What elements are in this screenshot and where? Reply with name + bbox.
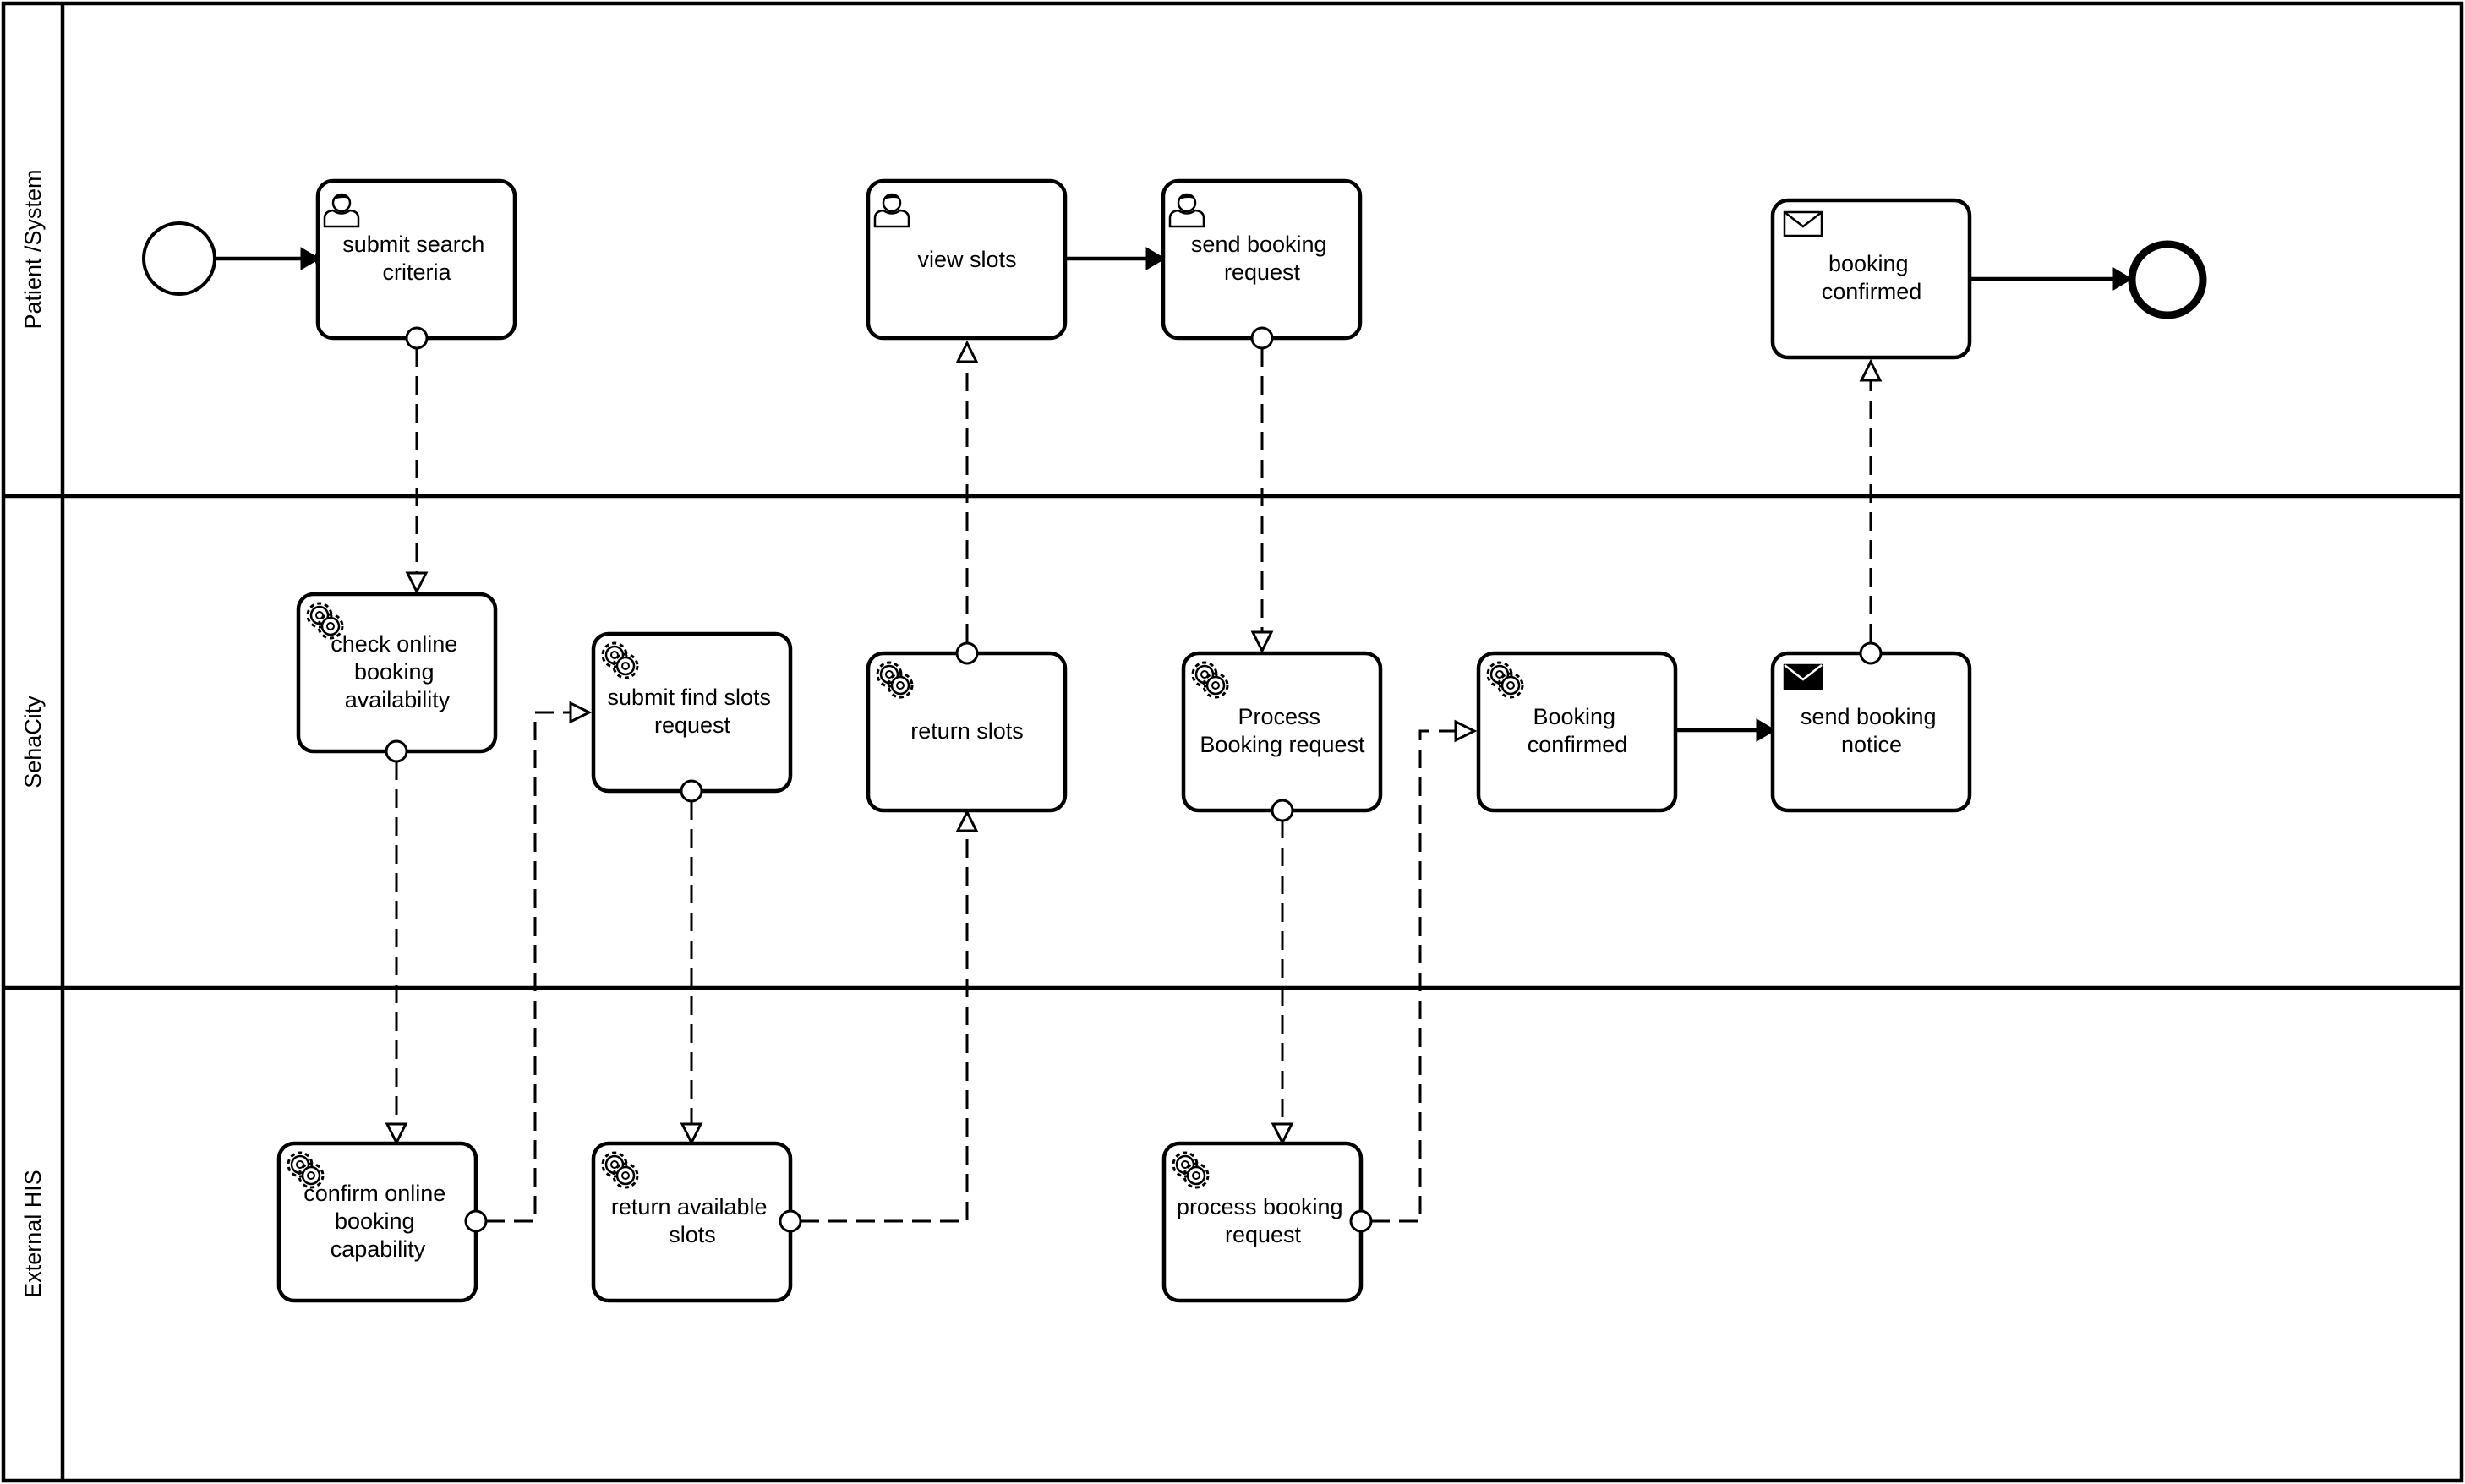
task-label: check online booking availability: [331, 631, 464, 712]
task-box: [1770, 198, 1972, 360]
message-port: [680, 779, 703, 803]
msg-arrowhead: [405, 571, 429, 595]
task-process-booking-his[interactable]: process booking request: [1161, 1141, 1364, 1303]
msg-arrowhead: [680, 1122, 703, 1146]
msg-arrowhead: [1271, 1122, 1294, 1146]
task-booking-confirmed-seha[interactable]: Booking confirmed: [1476, 651, 1678, 813]
task-label: submit find slots request: [607, 685, 777, 738]
msg-arrowhead: [955, 340, 979, 363]
task-submit-find-slots[interactable]: submit find slots request: [591, 631, 793, 794]
task-label: process booking request: [1177, 1194, 1349, 1247]
message-port: [1271, 799, 1294, 822]
message-port: [405, 326, 429, 350]
task-send-booking-request[interactable]: send booking request: [1161, 178, 1363, 341]
message-port: [385, 739, 408, 763]
task-label: send booking request: [1191, 232, 1333, 285]
msg-available-to-returnslots[interactable]: [801, 831, 969, 1223]
task-label: return available slots: [611, 1194, 773, 1247]
message-port: [464, 1209, 488, 1233]
task-label: booking confirmed: [1822, 251, 1922, 304]
msg-arrowhead: [1250, 630, 1274, 654]
lane-label-sehacity: SehaCity: [20, 696, 46, 788]
message-port: [955, 641, 979, 665]
task-view-slots[interactable]: view slots: [866, 178, 1068, 341]
task-return-available-slots[interactable]: return available slots: [591, 1141, 793, 1303]
task-send-booking-notice[interactable]: send booking notice: [1770, 651, 1972, 813]
task-label: confirm online booking capability: [303, 1181, 452, 1262]
start-event[interactable]: [142, 221, 216, 296]
task-booking-confirmed-receive[interactable]: booking confirmed: [1770, 198, 1972, 360]
msg-arrowhead: [1859, 358, 1883, 382]
flow-arrowhead: [1145, 247, 1166, 270]
message-port: [1250, 326, 1274, 350]
envelope-icon: [1783, 210, 1823, 237]
task-label: Process Booking request: [1200, 704, 1365, 757]
task-confirm-capability[interactable]: confirm online booking capability: [276, 1141, 478, 1303]
msg-arrowhead: [385, 1122, 408, 1146]
lane-external: External HIS: [20, 1170, 46, 1298]
sequence-flows: [216, 247, 2133, 742]
msg-confirm-to-findslots[interactable]: [486, 711, 571, 1223]
lane-label-external: External HIS: [20, 1170, 46, 1298]
lane-patient: Patient /System: [20, 169, 46, 329]
msg-his-to-confirmed[interactable]: [1371, 729, 1456, 1223]
task-check-availability[interactable]: check online booking availability: [296, 592, 498, 754]
task-label: submit search criteria: [342, 232, 491, 285]
task-return-slots[interactable]: return slots: [866, 651, 1068, 813]
flow-arrowhead: [1756, 718, 1776, 742]
message-port: [779, 1209, 802, 1233]
task-box: [866, 178, 1068, 341]
task-label: view slots: [917, 247, 1016, 272]
envelope-filled-icon: [1783, 663, 1823, 690]
msg-arrowhead: [569, 701, 593, 724]
task-label: return slots: [910, 718, 1024, 744]
lane-label-patient: Patient /System: [20, 169, 46, 329]
msg-arrowhead: [1454, 719, 1478, 743]
flow-arrowhead: [2112, 267, 2133, 291]
message-flows: [385, 340, 1883, 1223]
task-label: Booking confirmed: [1528, 704, 1628, 757]
task-label: send booking notice: [1801, 704, 1943, 757]
message-port: [1859, 641, 1883, 665]
task-box: [1476, 651, 1678, 813]
message-port: [1349, 1209, 1373, 1233]
end-event[interactable]: [2128, 240, 2207, 319]
msg-arrowhead: [955, 809, 979, 832]
task-submit-search[interactable]: submit search criteria: [315, 178, 517, 341]
flow-arrowhead: [300, 247, 320, 270]
task-process-booking-request[interactable]: Process Booking request: [1181, 651, 1383, 813]
lane-sehacity: SehaCity: [20, 696, 46, 788]
